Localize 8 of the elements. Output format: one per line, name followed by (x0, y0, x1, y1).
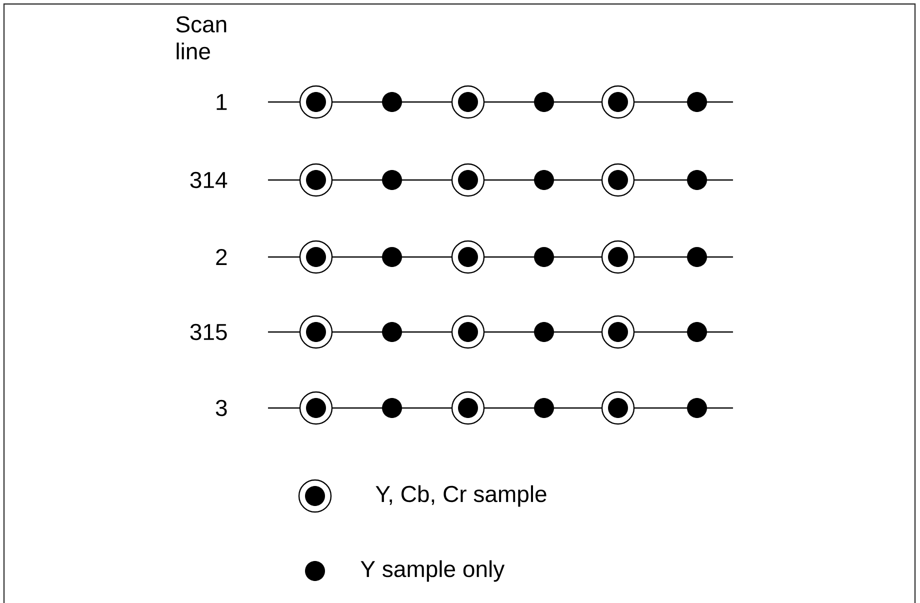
scan-line-number: 2 (216, 248, 227, 266)
scan-line-number: 315 (190, 324, 227, 340)
scan-line-number: 314 (190, 172, 228, 188)
scan-line-number: 1 (216, 94, 227, 110)
axis-title: Scan line (176, 16, 226, 60)
legend-label: Y sample only (360, 560, 505, 582)
legend-label: Y, Cb, Cr sample (376, 485, 546, 507)
scan-line-number: 3 (216, 400, 227, 416)
